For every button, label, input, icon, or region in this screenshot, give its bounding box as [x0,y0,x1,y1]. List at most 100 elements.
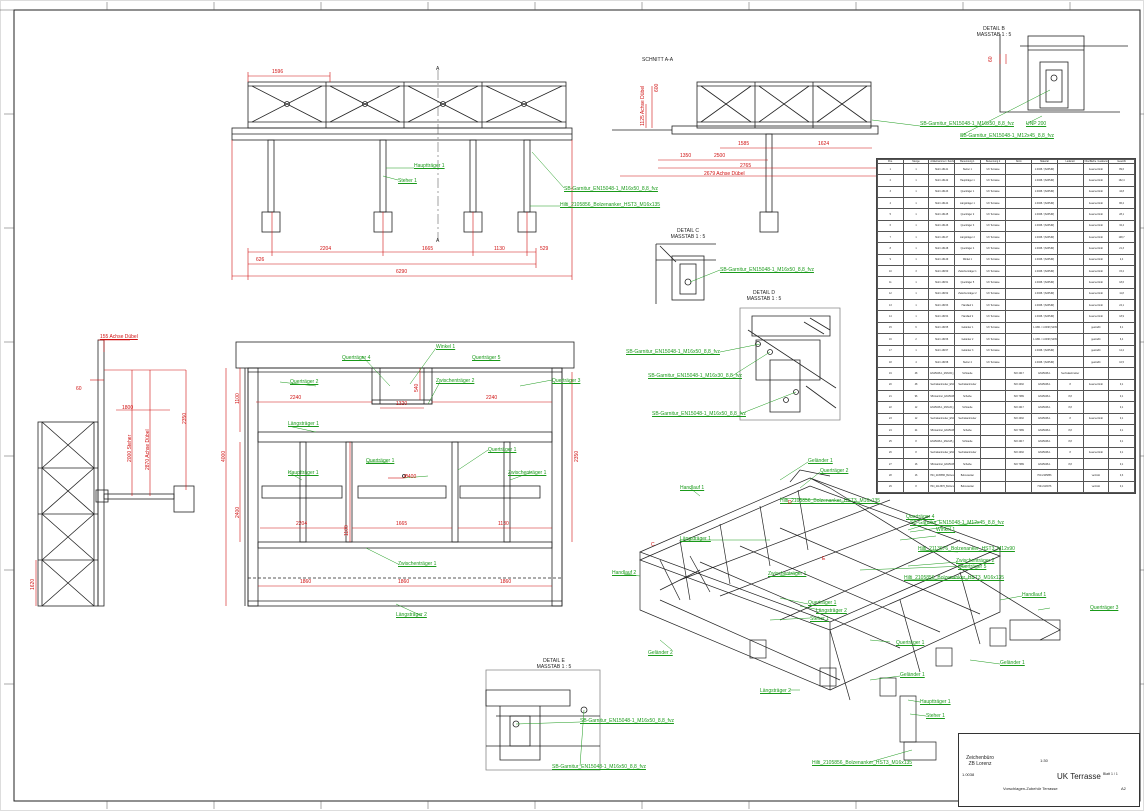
bom-cell: ISO 4017 [1005,367,1033,380]
bom-cell: UK Terrasse [979,287,1007,301]
bom-cell: 23 [877,412,904,425]
bom-cell: 108,7 [1108,231,1135,244]
bom-cell: 19 [877,367,904,380]
bom-cell: UK Terrasse [979,185,1007,199]
callout: Querträger 5 [472,355,501,361]
drawing-subtitle: Vorschlagen-Zubehör Terrasse [1003,786,1058,791]
bom-cell [1082,435,1110,448]
bom-cell: 12,2 [1108,344,1135,357]
bom-cell: Muhr-16146 [928,219,956,233]
detail-d-scale: MASSTAB 1 : 5 [746,296,782,302]
callout: Querträger 3 [552,378,581,384]
bom-cell: Steher 1 [954,162,981,176]
bom-cell: Längsträger 1 [954,197,981,210]
bom-cell: 1.0038 / (S235JR) [1031,174,1058,187]
bom-cell [1056,219,1084,233]
bom-cell: Handlauf 1 [954,299,981,312]
bom-cell: 48 [902,367,930,380]
scale-value: 1:30 [1040,758,1048,763]
callout: Geländer 1 [808,458,833,464]
bom-cell: 1.0038 / (S235JR) [1031,231,1058,244]
bom-cell: feuerverzinkt [1082,197,1110,210]
bom-cell: EN15048-1 [1031,401,1058,414]
bom-cell [979,446,1007,459]
bom-cell: 1 [902,310,930,323]
bom-cell: EN15048-1 [1031,446,1058,459]
bom-cell [1056,197,1084,210]
callout: Geländer 1 [900,672,925,678]
bom-cell: Winkel 1 [954,253,981,267]
bom-cell: Schraube [954,401,981,414]
dim-text: 2765 [740,163,752,169]
bom-cell: 8 [1056,378,1084,391]
callout: SB-Garnitur_EN15048-1_M16x50_8,8_fvz [580,718,674,724]
bom-cell: 1 [902,219,930,233]
callout: Handlauf 2 [612,570,637,576]
bom-cell: 1.0038 / (S235JR) [1031,208,1058,221]
dim-text: 2500 [714,153,726,159]
dim-text: 1624 [818,141,830,147]
bom-cell [1005,480,1033,494]
bom-cell [1005,197,1033,210]
bom-cell: Schraube [954,435,981,448]
bom-cell [1056,333,1084,346]
bom-cell: gestrahlt [1082,355,1110,369]
bom-cell: 4 [902,355,930,369]
bom-cell: 0,1 [1108,412,1135,425]
bom-cell: Zwischenträger 2 [954,287,981,301]
callout: Hauptträger 1 [414,163,445,169]
bom-cell: feuerverzinkt [1082,231,1110,244]
drawing-title: UK Terrasse [1057,772,1101,781]
dim-text: 155 Achse Dübel [100,334,138,340]
bom-cell [1005,287,1033,301]
bom-cell: Hilti 2105856 [1031,469,1058,482]
bom-cell: Bolzenanker [954,480,981,494]
bom-cell: 6,4 [1108,333,1135,346]
bom-cell: 20 [877,378,904,391]
bom-cell: Scheibe [954,457,981,471]
detail-b-view [999,34,1128,113]
bom-cell: 89,6 [1108,162,1135,176]
bom-cell: 21 [877,389,904,403]
bom-cell: 1 [902,299,930,312]
bom-cell [1082,389,1110,403]
dim-text: 2240 [486,395,498,401]
bom-cell [979,480,1007,494]
callout: Längsträger 1 [680,536,711,542]
bom-cell [1056,162,1084,176]
bom-row: 2212EN15048-1_M16x30_8,8_fvzSchraubeISO … [877,401,1135,414]
bom-cell: feuerverzinkt [1082,219,1110,233]
bom-cell: Querträger 2 [954,208,981,221]
bom-cell [979,457,1007,471]
bom-cell: 1 [902,185,930,199]
callout: Längsträger 2 [816,608,847,614]
bom-cell: 1.0038 / (S235JR) [1031,299,1058,312]
callout: SB-Garnitur_EN15048-1_M16x50_8,8_fvz [652,411,746,417]
bom-cell: gestrahlt [1082,321,1110,335]
dim-text: 1596 [272,69,284,75]
bom-row: 1948EN15048-1_M16x50_8,8_fvzSchraubeISO … [877,367,1135,380]
bom-cell [1005,333,1033,346]
bom-cell: Muhr-16144 [928,197,956,210]
bom-cell: 6 [902,321,930,335]
bom-cell: Hilti_2113676_Bolzenanker_HST3_M12x90 [928,480,956,494]
sheet-number: Blatt 1 / 1 [1103,772,1118,776]
bom-cell: feuerverzinkt [1082,299,1110,312]
bom-cell: 1.4301 / 1.0038 (S235JR) [1031,321,1058,335]
bom-cell: 18,6 [1108,276,1135,289]
bom-cell: SB-Garnitur_EN15048-1_M12x45 [928,457,956,471]
callout: UNP 200 [1026,121,1047,127]
bom-cell: EN15048-1 [1031,378,1058,391]
bom-cell: 2 [877,174,904,187]
callout: Längsträger 2 [396,612,427,618]
bom-cell: Sechskantmutter_EN15048-1_M12_8,8 [928,446,956,459]
callout: Querträger 2 [290,379,319,385]
bom-cell [1056,480,1084,494]
bom-cell: 2,4 [1108,253,1135,267]
bom-cell: feuerverzinkt [1082,265,1110,278]
